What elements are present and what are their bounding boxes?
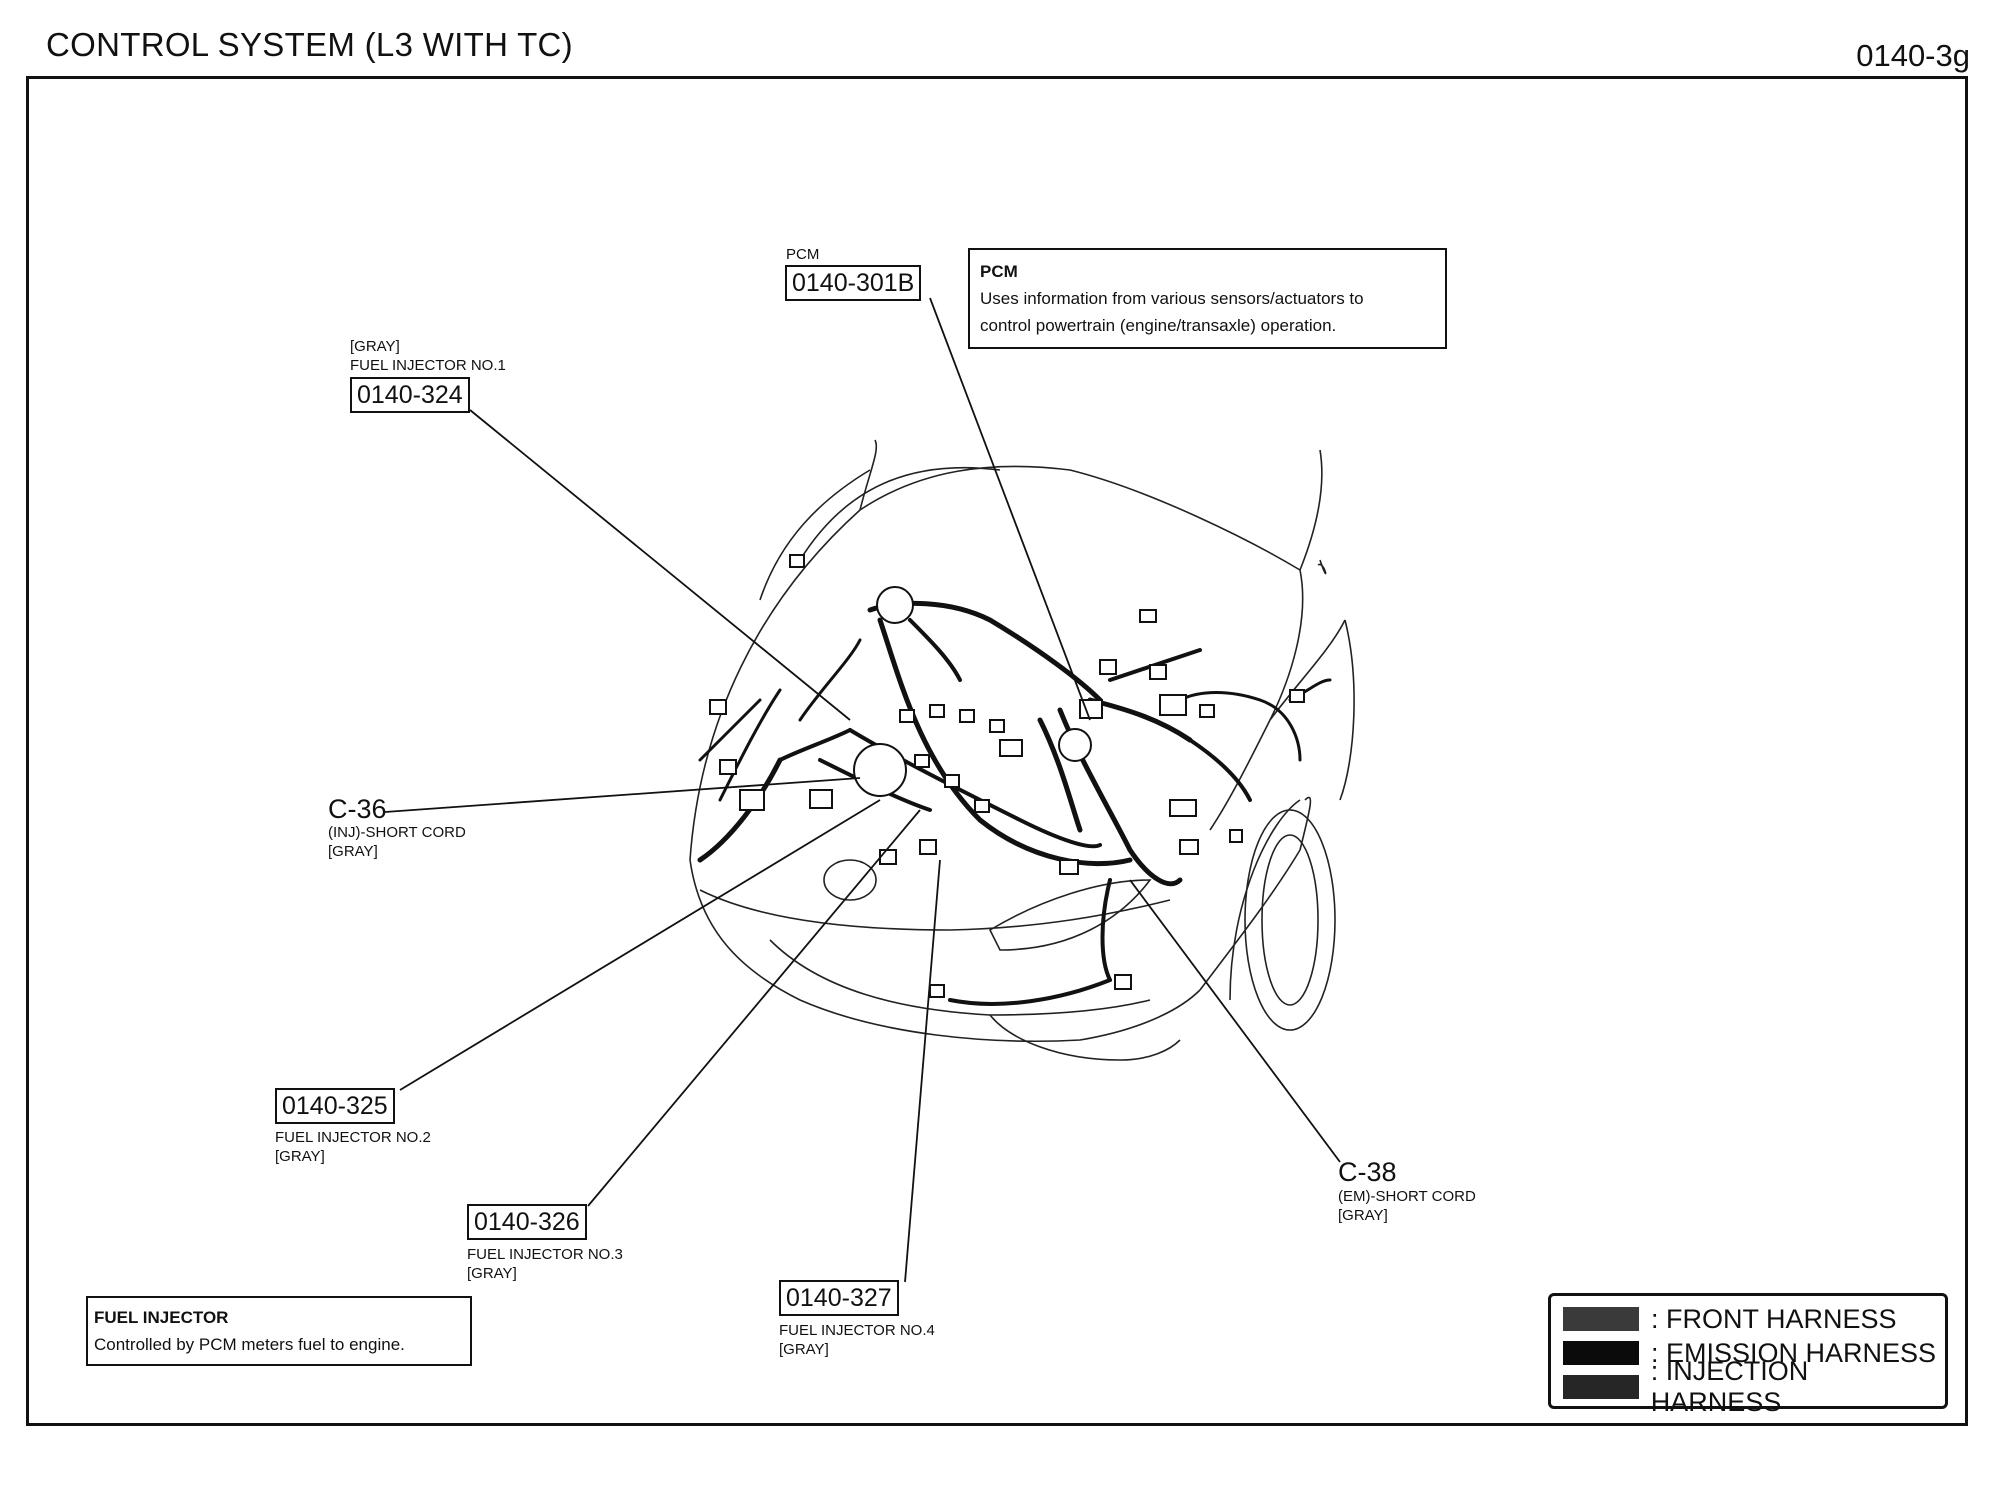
injector3-color: [GRAY] [467, 1265, 517, 1282]
pcm-caption: PCM [786, 246, 820, 263]
pcm-note: PCM Uses information from various sensor… [968, 248, 1447, 349]
pcm-note-title: PCM [980, 262, 1018, 281]
injector3-ref[interactable]: 0140-326 [467, 1204, 587, 1240]
fuel-injector-note-text: Controlled by PCM meters fuel to engine. [94, 1335, 405, 1354]
legend-row-injection: : INJECTION HARNESS [1563, 1356, 1945, 1417]
injector2-color: [GRAY] [275, 1148, 325, 1165]
injector4-color: [GRAY] [779, 1341, 829, 1358]
page-code: 0140-3g [1856, 38, 1970, 73]
c36-color: [GRAY] [328, 843, 378, 860]
injector1-name: FUEL INJECTOR NO.1 [350, 357, 506, 374]
emission-harness-swatch [1563, 1341, 1639, 1365]
injector4-ref[interactable]: 0140-327 [779, 1280, 899, 1316]
front-harness-swatch [1563, 1307, 1639, 1331]
c36-name: (INJ)-SHORT CORD [328, 824, 466, 841]
legend-label-injection: : INJECTION HARNESS [1650, 1356, 1809, 1417]
fuel-injector-note: FUEL INJECTOR Controlled by PCM meters f… [86, 1296, 472, 1366]
injection-harness-swatch [1563, 1375, 1639, 1399]
injector1-color: [GRAY] [350, 338, 400, 355]
legend-row-emission: : EMISSION HARNESS [1563, 1336, 1945, 1370]
c38-name: (EM)-SHORT CORD [1338, 1188, 1476, 1205]
pcm-note-line2: control powertrain (engine/transaxle) op… [980, 316, 1337, 335]
injector2-name: FUEL INJECTOR NO.2 [275, 1129, 431, 1146]
injector1-ref[interactable]: 0140-324 [350, 377, 470, 413]
injector3-name: FUEL INJECTOR NO.3 [467, 1246, 623, 1263]
legend-label-emission: : EMISSION HARNESS [1651, 1337, 1937, 1368]
engine-components [709, 554, 1305, 998]
legend-label-front: : FRONT HARNESS [1651, 1303, 1897, 1334]
leader-lines [384, 297, 1341, 1283]
injector2-ref[interactable]: 0140-325 [275, 1088, 395, 1124]
c38-color: [GRAY] [1338, 1207, 1388, 1224]
c36-code[interactable]: C-36 [328, 794, 387, 824]
pcm-note-line1: Uses information from various sensors/ac… [980, 289, 1364, 308]
vehicle-body-outline [689, 439, 1355, 1061]
legend-row-front: : FRONT HARNESS [1563, 1302, 1945, 1336]
fuel-injector-note-title: FUEL INJECTOR [94, 1308, 229, 1327]
diagram-frame [26, 76, 1968, 1426]
pcm-ref[interactable]: 0140-301B [785, 265, 922, 301]
harness-legend: : FRONT HARNESS : EMISSION HARNESS : INJ… [1548, 1293, 1948, 1417]
injector4-name: FUEL INJECTOR NO.4 [779, 1322, 935, 1339]
page-title: CONTROL SYSTEM (L3 WITH TC) [46, 26, 573, 63]
c38-code[interactable]: C-38 [1338, 1157, 1397, 1187]
